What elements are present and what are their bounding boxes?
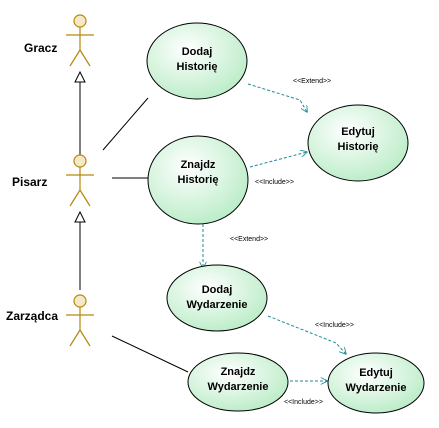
usecase-label: Wydarzenie <box>346 382 407 394</box>
stereotype-include-1: <<Include>> <box>255 179 294 186</box>
association-pisarz-dodaj-historie <box>102 97 149 151</box>
usecase-label: Dodaj <box>182 46 213 58</box>
usecase-label: Dodaj <box>202 284 233 296</box>
actor-label-gracz: Gracz <box>24 41 57 55</box>
usecase-label: Edytuj <box>359 367 393 379</box>
actor-head <box>73 294 87 308</box>
actor-label-pisarz: Pisarz <box>12 175 47 189</box>
extend-dodaj-edytuj-historie <box>247 83 307 112</box>
usecase-label: Historię <box>178 174 219 186</box>
usecase-label: Historię <box>177 61 218 73</box>
actor-head <box>73 154 87 168</box>
include-znajdz-edytuj-historie <box>249 152 307 168</box>
usecase-edytuj-wydarzenie: Edytuj Wydarzenie <box>327 352 425 414</box>
association-zarzadca-znajdz-wydarzenie <box>111 335 189 373</box>
actor-pisarz: Pisarz <box>12 154 94 207</box>
stereotype-include-3: <<Include>> <box>284 399 323 406</box>
usecase-label: Znajdz <box>181 159 216 171</box>
usecase-label: Edytuj <box>341 126 375 138</box>
usecase-label: Wydarzenie <box>208 381 269 393</box>
usecase-znajdz-historie: Znajdz Historię <box>147 135 249 225</box>
usecase-label: Wydarzenie <box>187 299 248 311</box>
stereotype-extend-2: <<Extend>> <box>230 236 268 243</box>
stereotype-include-2: <<Include>> <box>315 322 354 329</box>
actor-zarzadca: Zarządca <box>6 294 94 347</box>
actor-gracz: Gracz <box>24 14 94 67</box>
actor-head <box>73 14 87 28</box>
usecase-znajdz-wydarzenie: Znajdz Wydarzenie <box>187 352 289 412</box>
usecase-dodaj-historie: Dodaj Historię <box>146 22 248 100</box>
generalization-pisarz-gracz <box>74 70 86 155</box>
generalization-zarzadca-pisarz <box>74 210 86 290</box>
usecase-dodaj-wydarzenie: Dodaj Wydarzenie <box>166 264 268 332</box>
usecase-label: Znajdz <box>221 366 256 378</box>
actor-label-zarzadca: Zarządca <box>6 309 58 323</box>
usecase-edytuj-historie: Edytuj Historię <box>307 104 409 182</box>
usecase-label: Historię <box>338 141 379 153</box>
stereotype-extend-1: <<Extend>> <box>293 78 331 85</box>
